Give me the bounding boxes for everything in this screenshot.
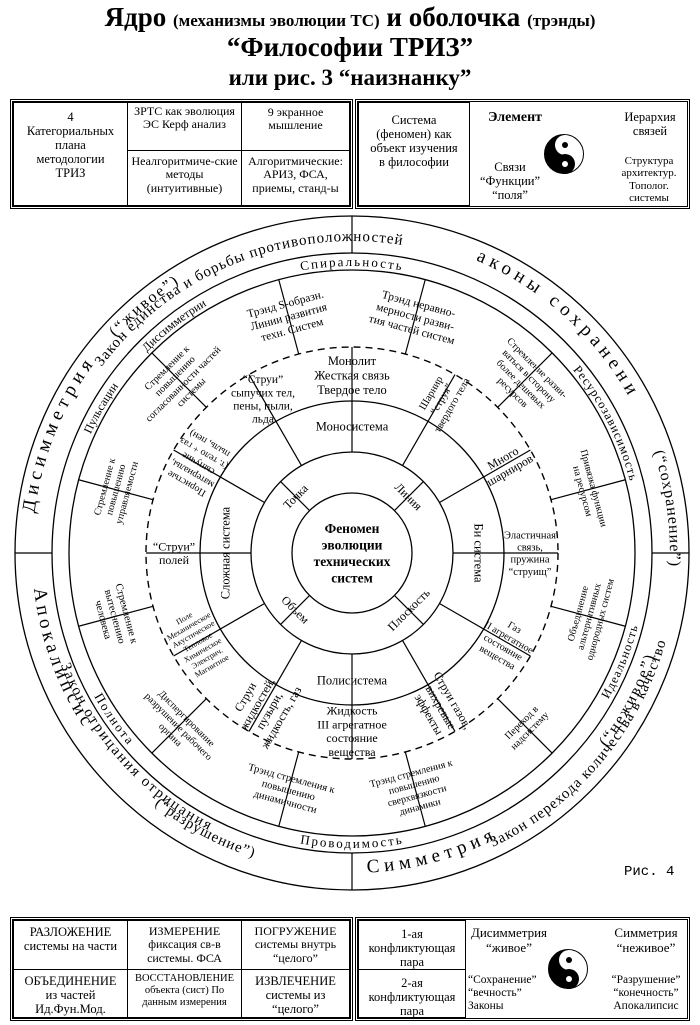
trend-divider: [78, 479, 154, 501]
hierarchy-label: Иерархия связей: [624, 110, 676, 138]
trend-divider: [278, 751, 300, 827]
page-title-line1: Ядро (механизмы эволюции ТС) и оболочка …: [0, 4, 700, 31]
apocalypse-label: Апокалипсис: [29, 586, 99, 732]
title-shell-note: (трэнды): [527, 11, 596, 30]
trend-divider: [78, 605, 154, 627]
figure-label: Рис. 4: [624, 864, 675, 880]
many-hinges-label: Многошарниров: [477, 439, 535, 489]
top-right-table: Система (феномен) как объект изучения в …: [355, 99, 690, 209]
mechanism-divider: [401, 374, 456, 466]
mechanism-divider: [248, 374, 303, 466]
mechanism-divider: [401, 640, 456, 732]
screen9-cell: 9 экранное мышление: [241, 102, 350, 151]
bottom-right-table: 1-ая конфликтующая пара 2-ая конфликтующ…: [355, 917, 690, 1021]
trend-divider: [151, 698, 207, 754]
structure-label: Структура архитектур. Тополог. системы: [621, 155, 677, 204]
trend-divider: [497, 698, 553, 754]
core-divider: [394, 595, 424, 625]
destruction-label: “Разрушение” “конечность” Апокалипсис: [611, 974, 681, 1012]
page-title-line2: “Философии ТРИЗ”: [226, 32, 474, 62]
first-pair-cell: 1-ая конфликтующая пара: [358, 920, 466, 970]
porous-label: Пористыематериалы,сыпучие(т. тело + газп…: [161, 425, 236, 501]
mechanism-divider: [173, 602, 265, 657]
s-curve-trend-label: Трэнд S-образн.Линии развитиятехн. Систе…: [246, 288, 333, 346]
extract-cell: ИЗВЛЕЧЕНИЕ системы из “целого”: [241, 969, 350, 1018]
trends-ring: [68, 269, 636, 837]
measure-cell: ИЗМЕРЕНИЕ фиксация св-в системы. ФСА: [127, 920, 242, 970]
dissym-alive-label: Дисимметрия “живое”: [470, 926, 548, 955]
yin-yang-icon: [548, 949, 588, 989]
uneven-development-label: Трэнд неравно-мерности разви-тия частей …: [368, 287, 464, 347]
conductivity-label: Проводимость: [299, 832, 404, 851]
bottom-left-table: РАЗЛОЖЕНИЕ системы на части ИЗМЕРЕНИЕ фи…: [10, 917, 353, 1021]
categorial-cell: 4 Категориальных плана методологии ТРИЗ: [13, 102, 128, 206]
trend-divider: [550, 479, 626, 501]
core-divider: [280, 481, 310, 511]
bulk-jets-label: “Струи”сыпучих тел,пены, пыли,льда: [231, 374, 295, 426]
title-core-note: (механизмы эволюции ТС): [173, 11, 380, 30]
sym-lifeless-label: Симметрия “неживое”: [614, 926, 678, 955]
superviscosity-trend-label: Трэнд стремления кповышениюсверхвязкости…: [369, 758, 463, 824]
complex-system-label: Сложная система: [218, 506, 232, 599]
cheaper-resources-label: Стремление разви-ваться в сторонуболее д…: [480, 336, 569, 425]
page-title-line3: или рис. 3 “наизнанку”: [228, 65, 472, 90]
destruction-quote-label: (“разрушение”): [152, 795, 258, 861]
links-label: Связи “Функции” “поля”: [479, 160, 541, 202]
combine-cell: ОБЪЕДИНЕНИЕ из частей Ид.Фун.Мод.: [13, 969, 128, 1018]
trend-divider: [497, 352, 553, 408]
hinge-label: Шарнир“струя”твердого тела: [412, 364, 473, 435]
alg-cell: Алгоритмические: АРИЗ, ФСА, приемы, стан…: [241, 150, 350, 206]
mechanism-divider: [439, 449, 531, 504]
trend-divider: [151, 352, 207, 408]
title-shell: и оболочка: [386, 2, 521, 32]
trend-divider: [550, 605, 626, 627]
plane-label: Плоскость: [385, 585, 433, 633]
gas-jets-label: Струи газов,вихревыеэффекты: [407, 669, 475, 745]
spirality-label: Спиральность: [299, 254, 405, 274]
trend-divider: [404, 279, 426, 355]
top-left-table: 4 Категориальных плана методологии ТРИЗ …: [10, 99, 353, 209]
mechanism-divider: [439, 602, 531, 657]
system-cell: Система (феномен) как объект изучения в …: [358, 102, 470, 206]
conservation-laws-label: Законы сохранения: [0, 0, 645, 403]
mechanism-divider: [173, 449, 265, 504]
merging-systems-label: Объединениеальтернативныходнородных сист…: [562, 571, 617, 661]
polysystem-label: Полисистема: [317, 673, 388, 687]
core-divider: [280, 595, 310, 625]
core-divider: [394, 481, 424, 511]
element-label: Элемент: [487, 110, 543, 125]
core-ring: [291, 492, 413, 614]
restore-cell: ВОССТАНОВЛЕНИЕ объекта (сист) По данным …: [127, 969, 242, 1018]
title-core: Ядро: [104, 2, 167, 32]
bisystem-label: Би система: [472, 523, 486, 583]
trend-divider: [404, 751, 426, 827]
exclude-human-label: Стремление квытеснениючеловека: [89, 582, 139, 652]
dynamics-trend-label: Трэнд стремления кповышениюдинамичности: [241, 762, 337, 819]
gas-label: ГазII агрегатноесостояниевещества: [471, 609, 542, 676]
mechanism-divider: [248, 640, 303, 732]
conservation-label: “Сохранение” “вечность” Законы: [468, 974, 537, 1012]
yin-yang-icon: [544, 134, 584, 174]
dispersion-label: Диспергированиеразрушение рабочегооргана: [134, 683, 222, 771]
controllability-label: Стремление кповышениюуправляемости: [92, 454, 142, 525]
second-pair-cell: 2-ая конфликтующая пара: [358, 969, 466, 1018]
field-jets-label: “Струи”полей: [153, 539, 195, 567]
trend-divider: [278, 279, 300, 355]
monosystem-label: Моносистема: [316, 419, 389, 433]
decomp-cell: РАЗЛОЖЕНИЕ системы на части: [13, 920, 128, 970]
immerse-cell: ПОГРУЖЕНИЕ системы внутрь “целого”: [241, 920, 350, 970]
fields-label: ПолеМеханическоеАкустическоеТепловоеХими…: [161, 602, 236, 682]
function-binding-label: Привязка функциина ресурсом: [566, 448, 609, 532]
